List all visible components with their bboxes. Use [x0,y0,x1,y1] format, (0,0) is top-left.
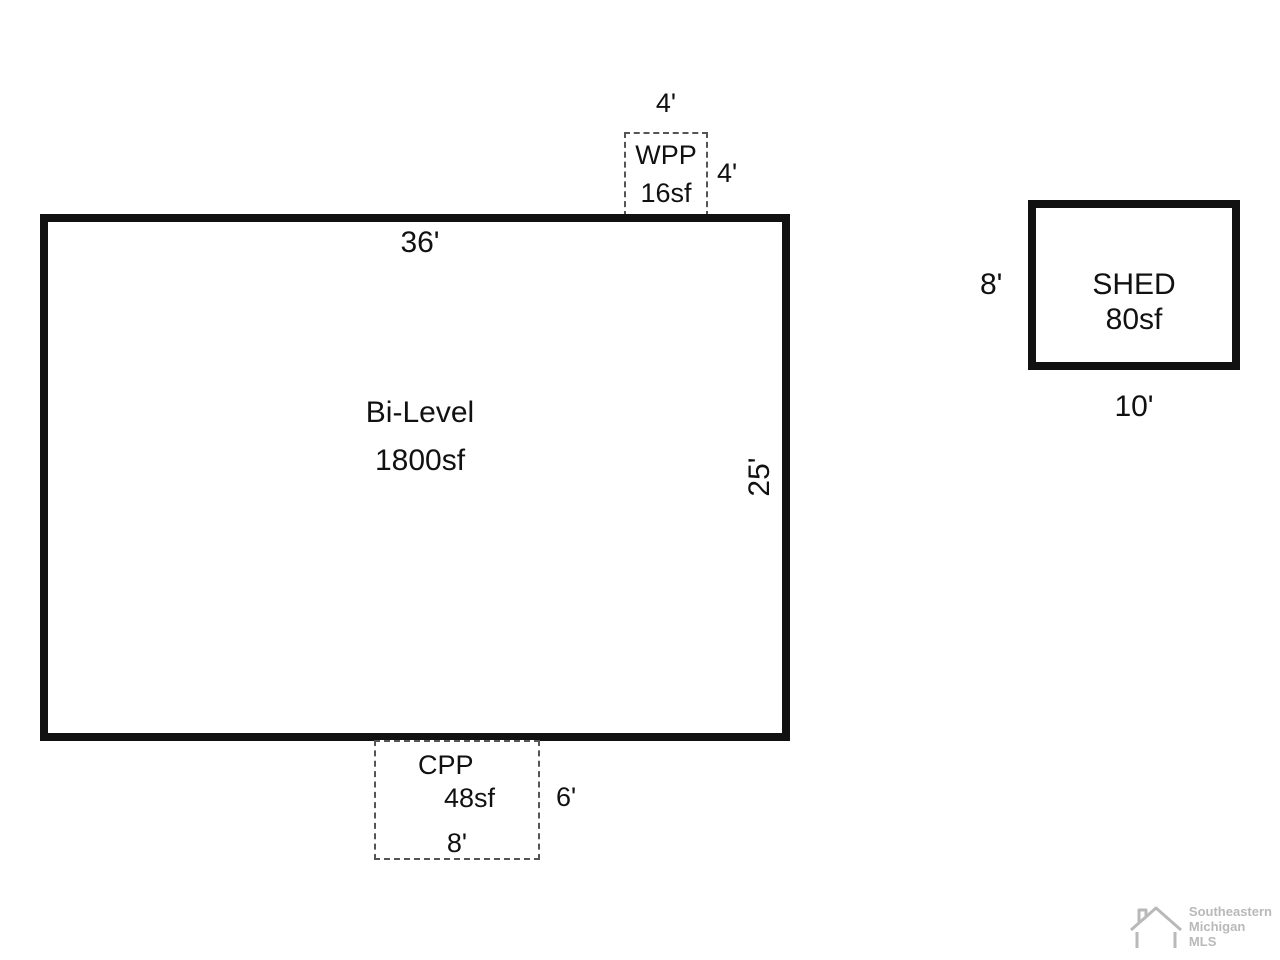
bilevel-outline [40,214,790,741]
shed-label: SHED [1092,268,1176,301]
wpp-outline [624,132,708,217]
mls-watermark-line1: Southeastern [1188,903,1272,919]
shed-outline [1028,200,1240,370]
mls-watermark-text: Southeastern Michigan MLS [1189,904,1272,949]
shed-area-label: 80sf [1105,303,1163,336]
bilevel-right-dimension: 25' [743,457,776,497]
cpp-label: CPP [418,750,474,780]
mls-watermark-line3: MLS [1188,933,1217,949]
cpp-outline [374,740,540,860]
shed-bottom-dimension: 10' [1114,390,1154,423]
wpp-area-label: 16sf [640,178,692,208]
wpp-label: WPP [635,140,697,170]
cpp-area-label: 48sf [444,783,496,813]
mls-watermark: Southeastern Michigan MLS [1127,900,1272,952]
mls-watermark-line2: Michigan [1188,918,1246,934]
cpp-right-dimension: 6' [556,782,577,812]
bilevel-label: Bi-Level [365,396,475,429]
wpp-top-dimension: 4' [655,88,677,118]
wpp-right-dimension: 4' [717,158,738,188]
shed-left-dimension: 8' [980,268,1003,301]
bilevel-top-dimension: 36' [400,226,440,259]
mls-house-icon [1129,906,1182,948]
cpp-bottom-dimension: 8' [446,828,468,858]
bilevel-area-label: 1800sf [374,444,466,477]
